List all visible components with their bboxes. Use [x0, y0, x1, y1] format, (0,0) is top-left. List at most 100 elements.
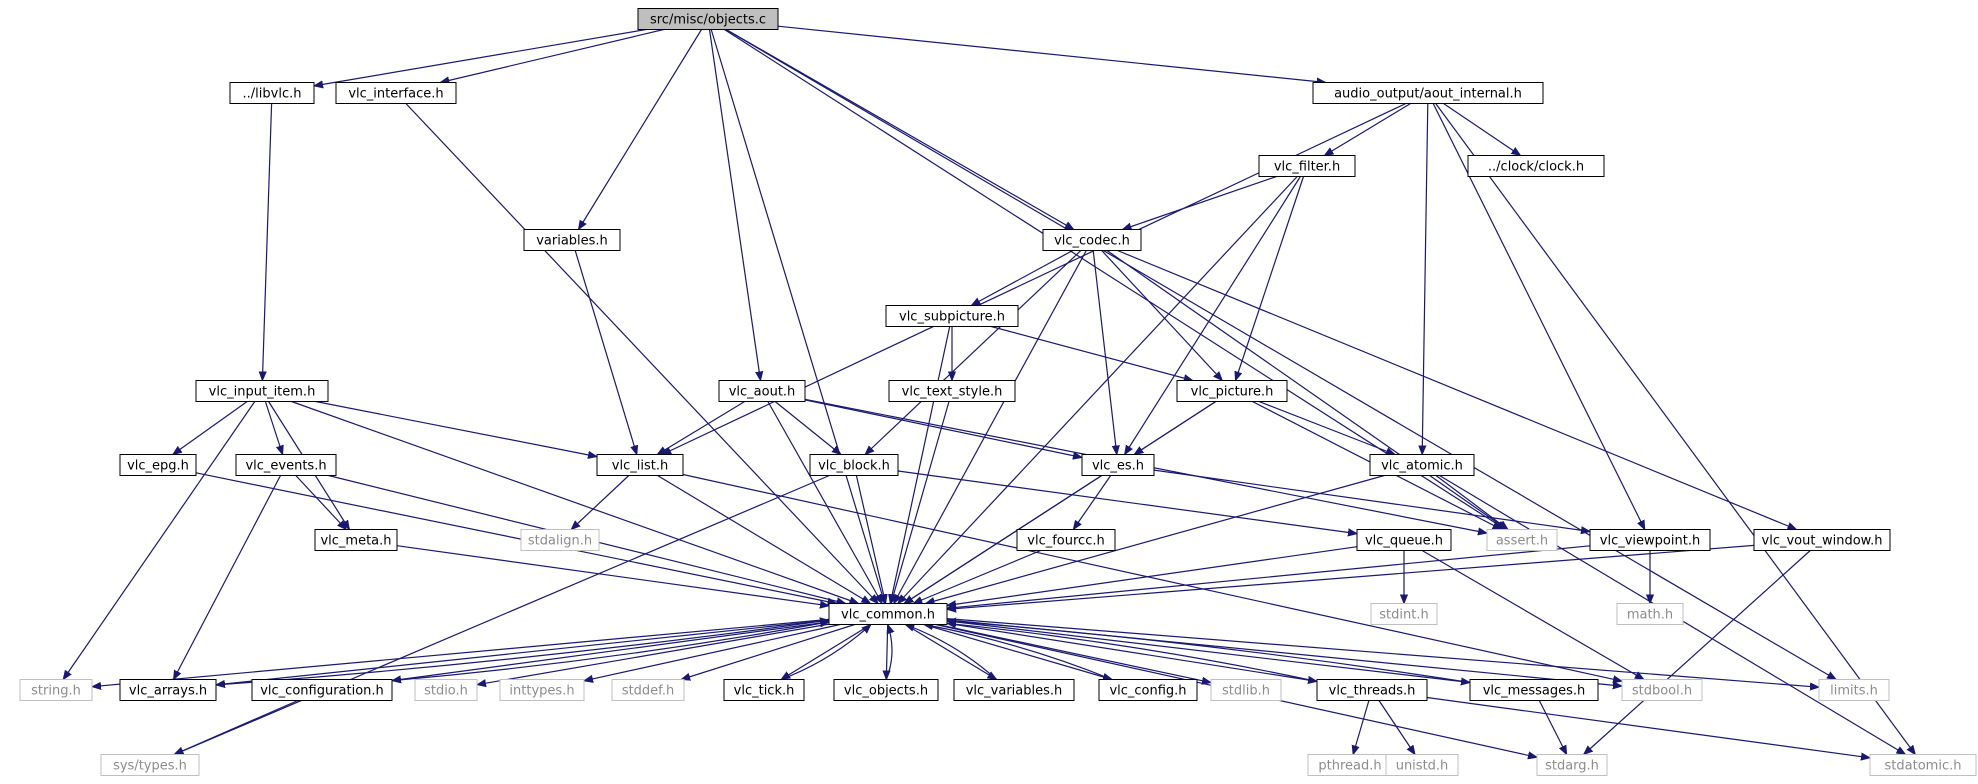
edge-vlc_queue-to-stdbool [1421, 549, 1644, 680]
node-vlc-variables[interactable]: vlc_variables.h [953, 679, 1075, 701]
node-vlc-tick[interactable]: vlc_tick.h [723, 679, 805, 701]
node-label: math.h [1627, 608, 1673, 623]
node-root[interactable]: src/misc/objects.c [637, 8, 779, 30]
node-vlc-vout-window[interactable]: vlc_vout_window.h [1753, 529, 1891, 551]
edge-vlc_events-to-vlc_arrays [174, 475, 282, 680]
node-vlc-aout[interactable]: vlc_aout.h [718, 380, 806, 402]
node-vlc-atomic[interactable]: vlc_atomic.h [1369, 454, 1475, 476]
node-vlc-objects[interactable]: vlc_objects.h [833, 679, 939, 701]
edge-vlc_common-to-vlc_threads [946, 622, 1317, 681]
node-vlc-es[interactable]: vlc_es.h [1081, 454, 1155, 476]
edge-vlc_aout-to-vlc_common [767, 401, 882, 604]
node-label: stdlib.h [1222, 684, 1270, 699]
node-aout-internal[interactable]: audio_output/aout_internal.h [1312, 82, 1544, 104]
node-vlc-viewpoint[interactable]: vlc_viewpoint.h [1589, 529, 1711, 551]
edge-vlc_codec-to-vlc_es [1092, 250, 1117, 455]
node-box [1369, 454, 1475, 476]
node-vlc-events[interactable]: vlc_events.h [235, 454, 337, 476]
node-label: stdio.h [424, 684, 468, 699]
node-label: vlc_common.h [841, 608, 935, 623]
node-box [229, 82, 315, 104]
edge-vlc_common-to-stddef [681, 623, 855, 680]
node-label: vlc_configuration.h [260, 684, 384, 699]
node-sys-types: sys/types.h [100, 754, 200, 776]
node-vlc-meta[interactable]: vlc_meta.h [314, 529, 398, 551]
node-box [1486, 529, 1558, 551]
edge-vlc_filter-to-vlc_picture [1236, 176, 1305, 381]
edge-vlc_filter-to-vlc_codec [1123, 175, 1277, 230]
node-label: limits.h [1830, 684, 1878, 699]
node-vlc-block[interactable]: vlc_block.h [809, 454, 899, 476]
node-box [723, 679, 805, 701]
node-vlc-codec[interactable]: vlc_codec.h [1042, 229, 1142, 251]
node-vlc-configuration[interactable]: vlc_configuration.h [251, 679, 393, 701]
edge-vlc_common-to-inttypes [584, 623, 841, 681]
node-vlc-input-item[interactable]: vlc_input_item.h [195, 380, 329, 402]
node-label: vlc_vout_window.h [1762, 534, 1883, 549]
node-label: vlc_es.h [1092, 459, 1144, 474]
node-box [335, 82, 457, 104]
node-vlc-list[interactable]: vlc_list.h [596, 454, 684, 476]
node-box [119, 454, 197, 476]
node-vlc-queue[interactable]: vlc_queue.h [1356, 529, 1452, 551]
edge-vlc_es-to-vlc_common [904, 474, 1103, 604]
node-label: stdarg.h [1545, 759, 1599, 774]
node-label: stddef.h [622, 684, 674, 699]
node-box [953, 679, 1075, 701]
node-box [1316, 679, 1428, 701]
node-label: vlc_variables.h [966, 684, 1063, 699]
edge-vlc_vout_window-to-stdarg [1584, 550, 1811, 755]
node-vlc-subpicture[interactable]: vlc_subpicture.h [885, 305, 1019, 327]
edge-aout_internal-to-vlc_atomic [1422, 103, 1429, 455]
node-vlc-messages[interactable]: vlc_messages.h [1469, 679, 1599, 701]
node-box [414, 679, 478, 701]
node-variables[interactable]: variables.h [523, 229, 621, 251]
node-clock[interactable]: ../clock/clock.h [1467, 155, 1605, 177]
node-vlc-epg[interactable]: vlc_epg.h [119, 454, 197, 476]
node-vlc-filter[interactable]: vlc_filter.h [1258, 155, 1356, 177]
edge-vlc_aout-to-vlc_list [657, 400, 746, 455]
node-assert: assert.h [1486, 529, 1558, 551]
edge-vlc_input_item-to-vlc_common [291, 400, 859, 604]
edge-vlc_subpicture-to-vlc_common [890, 326, 951, 604]
node-vlc-common[interactable]: vlc_common.h [828, 603, 948, 625]
edge-vlc_messages-to-vlc_common [947, 621, 1471, 684]
node-box [1042, 229, 1142, 251]
node-box [499, 679, 585, 701]
edge-vlc_codec-to-vlc_common [894, 250, 1087, 604]
node-label: audio_output/aout_internal.h [1334, 87, 1522, 102]
edge-vlc_es-to-vlc_viewpoint [1153, 469, 1590, 531]
node-box [1016, 529, 1116, 551]
node-vlc-picture[interactable]: vlc_picture.h [1176, 380, 1288, 402]
node-vlc-interface[interactable]: vlc_interface.h [335, 82, 457, 104]
node-vlc-fourcc[interactable]: vlc_fourcc.h [1016, 529, 1116, 551]
edges-layer [63, 25, 1915, 758]
node-box [235, 454, 337, 476]
node-vlc-text-style[interactable]: vlc_text_style.h [888, 380, 1016, 402]
edge-vlc_configuration-to-sys_types [174, 699, 299, 756]
node-vlc-arrays[interactable]: vlc_arrays.h [119, 679, 217, 701]
node-box [520, 529, 600, 551]
edge-root-to-vlc_codec [725, 28, 1074, 230]
edge-vlc_queue-to-vlc_common [947, 546, 1358, 606]
edge-vlc_variables-to-vlc_common [905, 625, 997, 680]
node-label: vlc_queue.h [1365, 534, 1443, 549]
edge-vlc_input_item-to-vlc_events [264, 401, 282, 455]
edge-root-to-vlc_interface [440, 28, 664, 83]
node-label: sys/types.h [113, 759, 187, 774]
node-stdarg: stdarg.h [1536, 754, 1608, 776]
node-libvlc[interactable]: ../libvlc.h [229, 82, 315, 104]
edge-vlc_threads-to-stdatomic [1426, 696, 1870, 758]
node-box [1385, 754, 1459, 776]
edge-vlc_codec-to-vlc_picture [1101, 250, 1223, 381]
edge-vlc_common-to-vlc_objects [886, 624, 887, 680]
node-vlc-threads[interactable]: vlc_threads.h [1316, 679, 1428, 701]
edge-vlc_threads-to-pthread [1353, 700, 1370, 755]
node-label: unistd.h [1396, 759, 1449, 774]
node-vlc-config[interactable]: vlc_config.h [1098, 679, 1198, 701]
node-label: vlc_list.h [612, 459, 668, 474]
node-stdlib: stdlib.h [1210, 679, 1282, 701]
node-box [1098, 679, 1198, 701]
node-box [637, 8, 779, 30]
edge-vlc_meta-to-vlc_common [396, 545, 829, 606]
